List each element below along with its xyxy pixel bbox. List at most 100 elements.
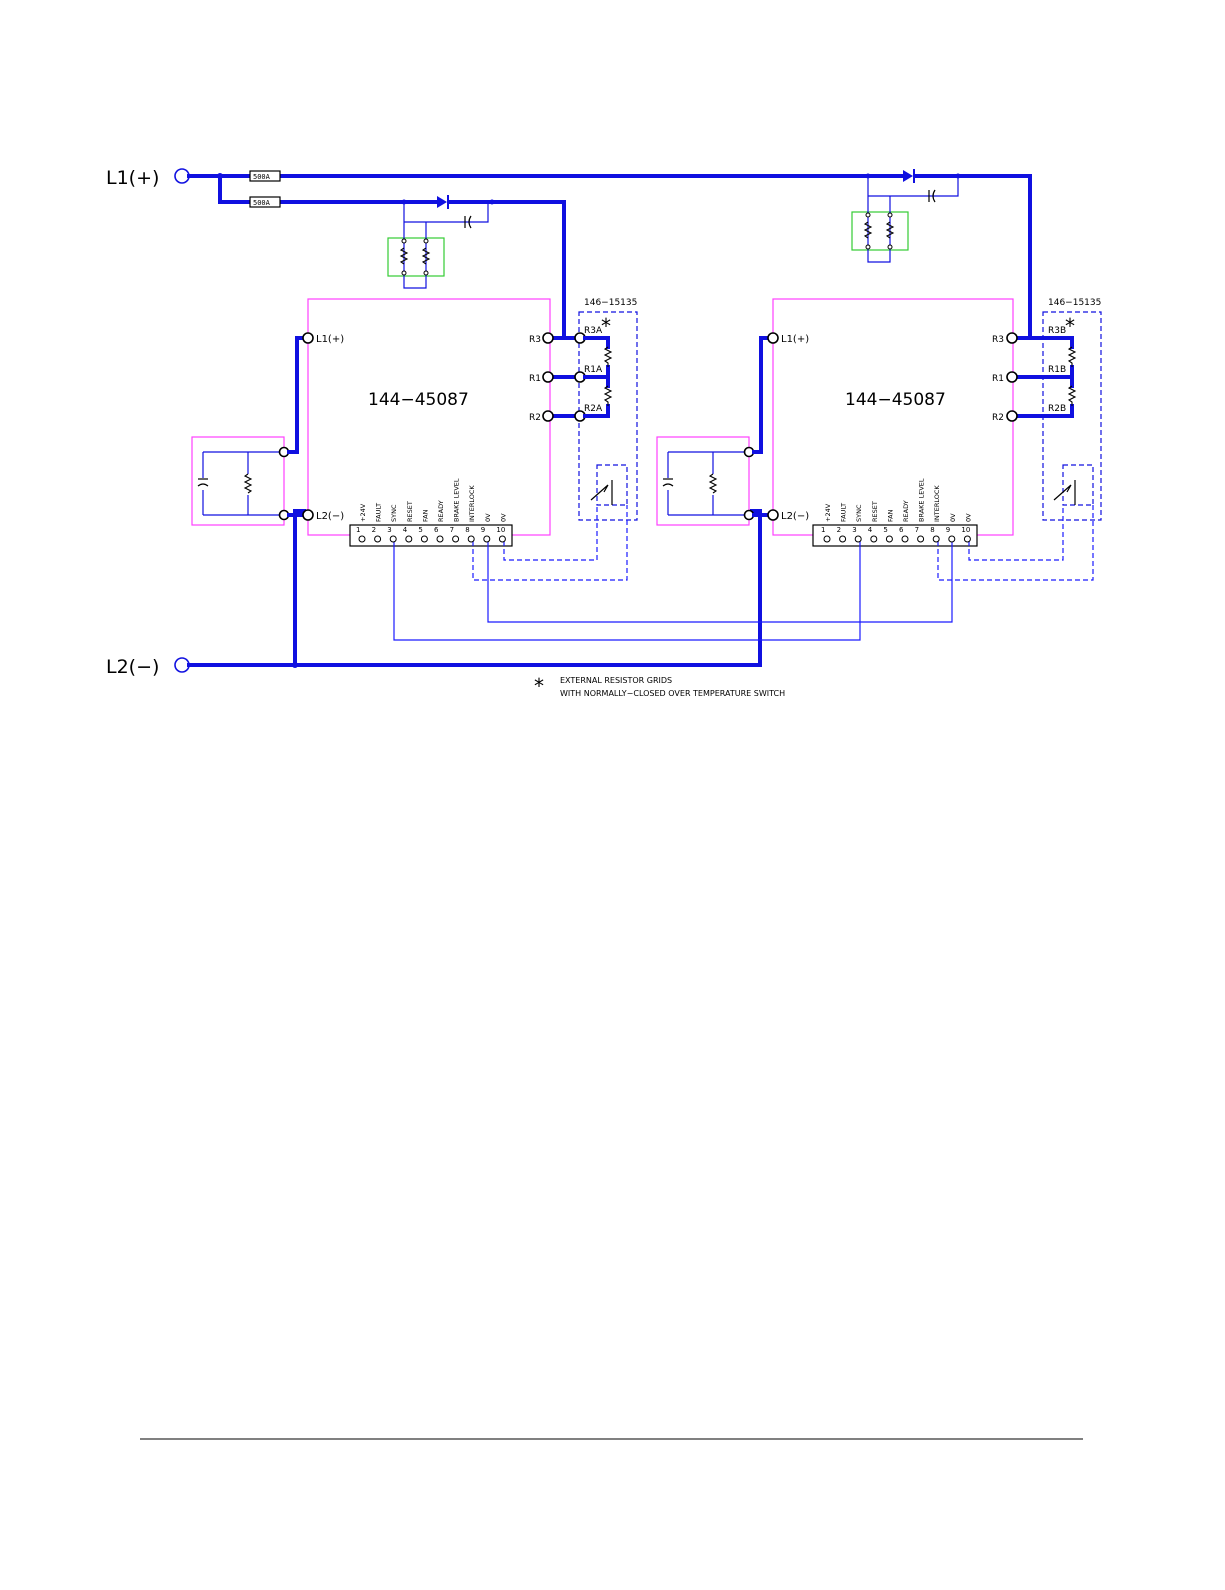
module-1-part-number: 144−45087: [368, 390, 469, 410]
connector-pin-label: FAN: [886, 509, 894, 522]
zero-volt-link-wire: [487, 541, 953, 623]
connector-pin-label: 0V: [484, 513, 492, 522]
snubber-resistor-2b-icon: [885, 221, 895, 239]
connector-pin-label: FAULT: [840, 503, 848, 522]
connector-pin: [374, 535, 382, 543]
diode-snubber-1: [387, 195, 495, 289]
resistor-grid-2: 146−15135 * R3B R1B R2B: [1038, 298, 1102, 521]
sync-link-wire: [393, 541, 861, 641]
grid-2-resistor-lower-icon: [1067, 385, 1077, 406]
connector-pin-number: 4: [868, 526, 873, 534]
connector-pin: [389, 535, 397, 543]
connector-pin: [948, 535, 956, 543]
connector-pin: [870, 535, 878, 543]
input-filter-box-1: [191, 436, 285, 526]
resistor-grid-2-tap-r3b: R3B: [1048, 326, 1066, 336]
connector-pin-number: 6: [434, 526, 439, 534]
module-1-r1-label: R1: [529, 374, 541, 384]
resistor-grid-1-tap-r1a: R1A: [584, 365, 603, 375]
fuse-1-label: 500A: [253, 173, 271, 181]
module-1-l2-label: L2(−): [316, 511, 344, 522]
l2-junction: [292, 662, 298, 668]
connector-pin: [420, 535, 428, 543]
connector-pin-number: 8: [930, 526, 934, 534]
module-1-l1-label: L1(+): [316, 334, 344, 345]
connector-pin-label: FAN: [421, 509, 429, 522]
connector-pin-number: 1: [356, 526, 360, 534]
module-2-part-number: 144−45087: [845, 390, 946, 410]
connector-pin: [467, 535, 475, 543]
connector-pin: [901, 535, 909, 543]
connector-pin-number: 8: [465, 526, 469, 534]
connector-pin: [839, 535, 847, 543]
footnote-line-2: WITH NORMALLY−CLOSED OVER TEMPERATURE SW…: [560, 689, 785, 698]
connector-pin-label: 0V: [499, 513, 507, 522]
connector-pin: [932, 535, 940, 543]
input-resistor-2-icon: [708, 473, 718, 494]
connector-pin-label: INTERLOCK: [468, 485, 476, 522]
resistor-grid-2-asterisk: *: [1065, 314, 1075, 338]
connector-pin-label: +24V: [359, 503, 367, 522]
connector-pin: [452, 535, 460, 543]
fuse-2-label: 500A: [253, 199, 271, 207]
snubber-box-1: [387, 237, 445, 277]
interlock-loop-2: [937, 505, 1094, 581]
module-2-l1-label: L1(+): [781, 334, 809, 345]
l2-bus-wire: [187, 509, 762, 667]
module-2-l2-label: L2(−): [781, 511, 809, 522]
l1-main-label: L1(+): [106, 167, 159, 189]
resistor-grid-1: 146−15135 * R3A R1A R2A: [574, 298, 638, 521]
connector-pin-number: 7: [450, 526, 454, 534]
module-1-r2-label: R2: [529, 413, 541, 423]
connector-pin-number: 5: [418, 526, 422, 534]
snubber-resistor-1b-icon: [421, 247, 431, 265]
connector-pin-number: 2: [372, 526, 376, 534]
connector-pin-label: SYNC: [855, 504, 863, 522]
connector-pin-label: 0V: [949, 513, 957, 522]
connector-pin-label: RESET: [406, 501, 414, 522]
connector-pin: [854, 535, 862, 543]
input-resistor-1-icon: [243, 473, 253, 494]
diode-2-icon: [903, 170, 913, 182]
resistor-grid-1-tap-r3a: R3A: [584, 326, 603, 336]
l1-main-terminal: [174, 168, 190, 184]
diode-1-icon: [437, 196, 447, 208]
overtemp-switch-1-icon: [590, 480, 613, 505]
connector-pin-number: 4: [403, 526, 408, 534]
module-2-r3-label: R3: [992, 335, 1004, 345]
fuses: 500A 500A: [249, 170, 281, 208]
connector-pin-label: BRAKE LEVEL: [918, 478, 926, 522]
connector-pin-label: INTERLOCK: [933, 485, 941, 522]
grid-2-resistor-upper-icon: [1067, 346, 1077, 367]
connector-pin: [885, 535, 893, 543]
footnote: * EXTERNAL RESISTOR GRIDS WITH NORMALLY−…: [534, 674, 785, 698]
module-1-outline: [307, 298, 551, 536]
grid-1-resistor-lower-icon: [603, 385, 613, 406]
connector-pin-number: 6: [899, 526, 904, 534]
connector-pin-label: READY: [437, 500, 445, 522]
overtemp-switch-2-icon: [1053, 480, 1076, 505]
connector-pin-number: 7: [915, 526, 919, 534]
connector-pin-label: BRAKE LEVEL: [453, 478, 461, 522]
connector-pin-number: 10: [961, 526, 970, 534]
snubber-resistor-1a-icon: [399, 247, 409, 265]
connector-pin-label: 0V: [964, 513, 972, 522]
connector-pin-number: 3: [387, 526, 391, 534]
diode-snubber-2: [851, 169, 961, 263]
connector-pin-number: 9: [481, 526, 485, 534]
control-wiring: [393, 505, 1094, 641]
connector-pin-label: RESET: [871, 501, 879, 522]
l1-junction: [217, 173, 223, 179]
connector-pin: [917, 535, 925, 543]
resistor-grid-1-asterisk: *: [601, 314, 611, 338]
main-bus: L1(+) L2(−): [106, 167, 1032, 678]
connector-pin: [823, 535, 831, 543]
connector-pin-number: 3: [852, 526, 856, 534]
connector-pin-label: FAULT: [375, 503, 383, 522]
resistor-grid-2-tap-r1b: R1B: [1048, 365, 1066, 375]
footnote-asterisk: *: [534, 674, 544, 698]
